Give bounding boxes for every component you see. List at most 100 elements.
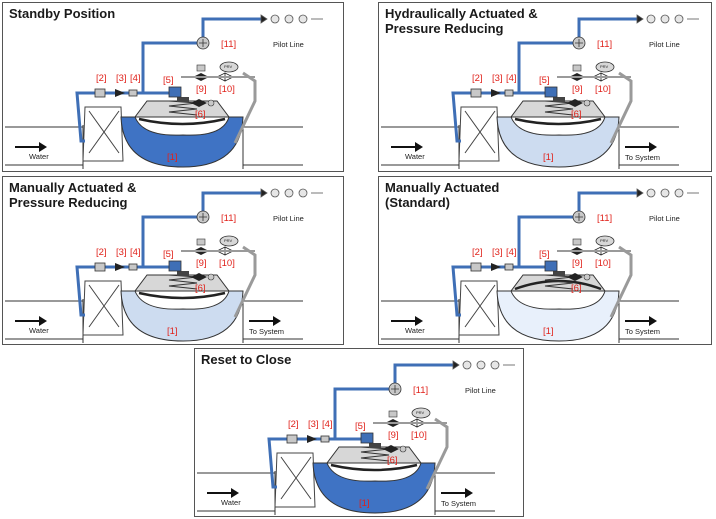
label-n11: [11]	[221, 213, 236, 224]
label-n5: [5]	[355, 421, 366, 432]
label-pilot-line: Pilot Line	[649, 40, 680, 49]
label-n4: [4]	[506, 73, 517, 84]
label-n1: [1]	[167, 326, 178, 337]
main-pipe	[5, 125, 303, 169]
label-n3: [3]	[116, 73, 127, 84]
isolation-valve-6	[567, 99, 591, 107]
label-water: Water	[405, 152, 425, 161]
isolation-valve-6	[383, 445, 407, 453]
label-n2: [2]	[472, 247, 483, 258]
label-n5: [5]	[163, 249, 174, 260]
panel-title: Manually Actuated (Standard)	[385, 180, 500, 210]
pilot-valve-9	[193, 238, 209, 255]
label-water: Water	[29, 152, 49, 161]
panel-standby: PRV [2] [3] [4] [5] [9] [10] [6] [11] [1…	[2, 2, 344, 172]
pilot-valve-9	[193, 64, 209, 81]
pilot-valve-9	[385, 410, 401, 427]
panel-reset: PRV [2] [3] [4] [5] [9] [10] [6] [11] [1…	[194, 348, 524, 517]
pilot-valve-10: PRV	[408, 407, 431, 428]
inlet-support	[82, 106, 124, 162]
label-n11: [11]	[221, 39, 236, 50]
diaphragm-assembly	[134, 97, 230, 126]
panel-title: Manually Actuated & Pressure Reducing	[9, 180, 137, 210]
main-pipe	[381, 299, 679, 343]
pilot-line-gauges	[260, 14, 323, 24]
valve-diagram: PRV [2] [3] [4] [5] [9] [10] [6] [11] [1…	[5, 188, 323, 343]
label-n1: [1]	[167, 152, 178, 163]
valve-body	[120, 116, 244, 168]
valve-diagram: PRV [2] [3] [4] [5] [9] [10] [6] [11] [1…	[381, 188, 699, 343]
valve-body	[496, 116, 620, 168]
valve-diagram: PRV [2] [3] [4] [5] [9] [10] [6] [11] [1…	[381, 14, 699, 169]
label-n4: [4]	[130, 73, 141, 84]
label-n9: [9]	[196, 84, 207, 95]
pilot-valve-10: PRV	[592, 61, 615, 82]
valve-diagram: PRV [2] [3] [4] [5] [9] [10] [6] [11] [1…	[197, 360, 515, 515]
label-n6: [6]	[195, 283, 206, 294]
label-gauge: PRV	[600, 238, 608, 243]
pilot-valve-10: PRV	[216, 61, 239, 82]
label-n1: [1]	[543, 326, 554, 337]
label-n9: [9]	[572, 84, 583, 95]
panel-hydraulic: PRV [2] [3] [4] [5] [9] [10] [6] [11] [1…	[378, 2, 712, 172]
check-valve-3	[115, 263, 125, 271]
label-n10: [10]	[595, 84, 611, 95]
label-n4: [4]	[322, 419, 333, 430]
label-n1: [1]	[359, 498, 370, 509]
isolation-valve-6	[191, 273, 215, 281]
to-system-arrow	[441, 488, 473, 498]
pilot-valve-11	[196, 36, 210, 50]
label-n4: [4]	[130, 247, 141, 258]
pilot-line-gauges	[636, 188, 699, 198]
tee-5	[168, 86, 182, 98]
label-gauge: PRV	[224, 238, 232, 243]
label-to-system: To System	[249, 327, 284, 336]
pilot-valve-11	[388, 382, 402, 396]
label-n9: [9]	[196, 258, 207, 269]
label-n1: [1]	[543, 152, 554, 163]
pilot-line-gauges	[452, 360, 515, 370]
isolation-valve-6	[191, 99, 215, 107]
inlet-support	[82, 280, 124, 336]
needle-valve-4	[128, 263, 138, 271]
diaphragm-assembly	[510, 97, 606, 126]
inlet-support	[274, 452, 316, 508]
label-n3: [3]	[492, 247, 503, 258]
label-n10: [10]	[411, 430, 427, 441]
flow-arrows	[15, 142, 47, 152]
strainer-2	[94, 262, 106, 272]
label-n5: [5]	[539, 75, 550, 86]
inlet-support	[458, 280, 500, 336]
label-n3: [3]	[492, 73, 503, 84]
label-n5: [5]	[163, 75, 174, 86]
label-gauge: PRV	[600, 64, 608, 69]
tee-5	[544, 260, 558, 272]
pilot-feed-tube	[141, 191, 263, 267]
label-pilot-line: Pilot Line	[273, 214, 304, 223]
check-valve-3	[491, 89, 501, 97]
to-system-arrow	[249, 316, 281, 326]
panel-title: Reset to Close	[201, 352, 292, 367]
pilot-line-gauges	[260, 188, 323, 198]
label-n5: [5]	[539, 249, 550, 260]
label-gauge: PRV	[224, 64, 232, 69]
label-water: Water	[221, 498, 241, 507]
label-to-system: To System	[441, 499, 476, 508]
strainer-2	[470, 88, 482, 98]
pilot-valve-9	[569, 64, 585, 81]
pilot-feed-tube	[141, 17, 263, 93]
main-pipe	[381, 125, 679, 169]
tee-5	[544, 86, 558, 98]
main-pipe	[197, 471, 495, 515]
label-pilot-line: Pilot Line	[649, 214, 680, 223]
label-n10: [10]	[219, 84, 235, 95]
check-valve-3	[307, 435, 317, 443]
needle-valve-4	[320, 435, 330, 443]
to-system-arrow	[625, 142, 657, 152]
label-n11: [11]	[597, 213, 612, 224]
strainer-2	[470, 262, 482, 272]
diaphragm-assembly	[510, 271, 606, 292]
label-pilot-line: Pilot Line	[273, 40, 304, 49]
check-valve-3	[115, 89, 125, 97]
diaphragm-assembly	[326, 443, 422, 472]
